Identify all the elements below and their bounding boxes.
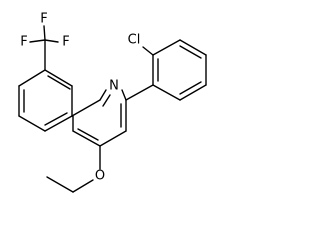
bond-pyridine-chlorophenyl [125,84,154,101]
bond-ring-b-5 [179,84,207,101]
trifluoromethyl-group [29,25,59,71]
molecule-structure: F F F Cl N O [18,12,207,193]
bond-pyr-c2-n [99,89,107,101]
bond-cf3-f3 [44,39,59,43]
atom-label-nitrogen: N [109,79,119,94]
bond-pyr-n-c6 [121,89,127,101]
atom-label-chlorine: Cl [128,33,141,48]
bond-ring-a-6 [18,69,46,87]
bond-pyr-c4-c3 [72,130,101,147]
bond-cf3-f2 [43,25,46,41]
bond-c-cl [142,46,154,56]
bond-ring-a-3-inner [44,112,68,126]
atom-label-oxygen: O [95,169,105,184]
bond-ring-b-2 [152,39,181,56]
bond-ring-b-3-inner [179,45,202,59]
ethoxy-group [46,145,101,193]
bond-cf3-f1 [29,39,46,43]
atom-label-fluorine: F [20,35,27,50]
bond-pyr-c4-c3-inner [77,128,99,141]
bond-phenyl-pyridine [71,99,101,117]
chlorophenyl-ring [152,39,207,101]
atom-label-fluorine: F [62,35,69,50]
bond-pyr-c2-n-inner [102,94,111,107]
pyridine-ring [72,89,127,147]
bond-ch2-ch3 [46,176,74,193]
bond-pyr-c5-c4 [99,130,127,147]
bond-ring-b-3 [179,39,207,56]
bond-ring-a-4 [18,115,46,132]
bond-ring-a-3 [44,115,73,132]
bond-ring-b-6 [152,84,181,101]
structure-canvas: F F F Cl N O [18,11,207,193]
atom-label-fluorine: F [40,12,47,27]
bond-ring-b-5-inner [179,81,202,95]
trifluoromethylphenyl-ring [18,69,73,132]
bond-ring-a-1-inner [47,75,71,90]
bond-o-ch2 [72,179,94,193]
bond-ring-a-1 [44,69,73,87]
